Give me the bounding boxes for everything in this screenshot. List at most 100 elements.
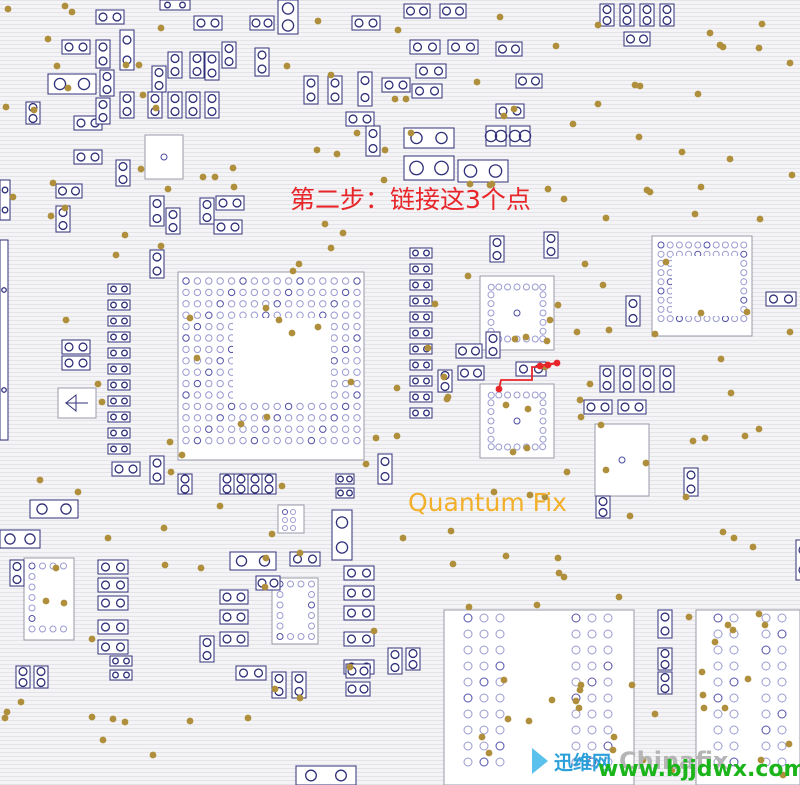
pad-hole [488, 346, 498, 357]
ball-pad [666, 250, 674, 258]
ball-pad [282, 517, 288, 523]
ball-pad [39, 625, 46, 633]
smd-pad [495, 103, 525, 119]
smd-pad [199, 635, 215, 663]
pad-hole [235, 555, 248, 567]
ball-pad [487, 426, 495, 434]
via-dot [2, 103, 10, 111]
ball-pad [216, 379, 224, 388]
smd-pad [409, 407, 433, 419]
smd-pad [599, 365, 615, 393]
pad-outline [377, 453, 393, 485]
pad-hole [412, 281, 419, 289]
pad-hole [361, 634, 372, 644]
pad-outline [97, 595, 129, 611]
pad-hole [440, 381, 450, 392]
ball-pad [319, 414, 327, 422]
smd-pad [97, 619, 129, 635]
pad-hole [224, 43, 234, 54]
pad-outline [204, 91, 220, 119]
pad-outline [107, 395, 131, 407]
pad-hole [102, 84, 112, 95]
pad-hole [435, 131, 448, 145]
pad-hole [263, 18, 273, 28]
qfn-right-center [672, 256, 738, 316]
pad-hole [121, 429, 128, 437]
ball-pad [290, 517, 296, 523]
pad-hole [418, 6, 429, 16]
pad-hole [1, 206, 9, 214]
smd-pad [149, 455, 165, 485]
ball-pad [713, 693, 723, 703]
pad-hole [100, 598, 111, 608]
pad-outline [61, 355, 91, 371]
smd-pad [409, 295, 433, 307]
ball-pad [239, 414, 247, 422]
ball-pad [205, 379, 213, 388]
pad-hole [361, 568, 372, 578]
pad-hole [170, 66, 180, 77]
ball-pad [307, 300, 316, 308]
pad-outline [109, 669, 133, 681]
ball-pad [571, 741, 581, 751]
pad-hole [180, 474, 190, 484]
pad-hole [110, 413, 117, 421]
pad-outline [599, 365, 615, 393]
pad-hole [123, 657, 130, 665]
pad-outline [439, 3, 467, 19]
ball-pad [262, 425, 270, 433]
ball-pad [353, 345, 361, 354]
via-dot [393, 384, 401, 392]
via-dot [509, 448, 517, 456]
via-dot [576, 396, 584, 404]
via-dot [682, 493, 690, 501]
pad-outline [583, 399, 613, 415]
via-dot [53, 62, 61, 70]
pad-hole [660, 648, 670, 659]
pad-hole [24, 533, 36, 545]
smd-pad [9, 559, 25, 587]
pad-outline [343, 565, 375, 581]
ball-pad [761, 677, 771, 687]
smd-pad [107, 331, 131, 343]
ball-pad [353, 414, 361, 422]
smd-pad [193, 15, 223, 31]
pad-hole [118, 174, 128, 185]
via-dot [327, 71, 335, 79]
pad-outline [543, 231, 559, 259]
smd-pad [0, 239, 9, 441]
via-dot [275, 316, 283, 324]
red-trace-layer [495, 359, 561, 393]
smd-pad [33, 665, 49, 689]
ball-pad [227, 311, 236, 319]
via-dot [511, 335, 519, 343]
pad-hole [110, 397, 117, 405]
pad-hole [305, 769, 317, 782]
ball-pad [28, 604, 36, 612]
via-dot [381, 146, 389, 154]
pad-outline [409, 375, 433, 387]
via-dot [402, 95, 410, 103]
via-dot [166, 438, 174, 446]
via-dot [47, 212, 55, 220]
ball-pad [522, 283, 530, 291]
pad-outline [149, 195, 165, 227]
ball-pad [193, 402, 202, 411]
pad-hole [660, 683, 670, 694]
ball-pad [182, 425, 190, 433]
via-dot [296, 549, 304, 557]
pad-outline [403, 3, 431, 19]
via-dot [615, 593, 623, 601]
pad-hole [335, 541, 349, 554]
pad-hole [488, 164, 503, 178]
via-dot [88, 635, 96, 643]
pad-hole [348, 114, 358, 124]
pad-hole [494, 129, 508, 143]
pad-hole [798, 546, 800, 554]
smd-pad [229, 551, 277, 571]
ball-pad [495, 725, 505, 735]
pad-hole [128, 464, 138, 474]
pad-hole [192, 53, 202, 64]
pad-outline [97, 619, 129, 635]
